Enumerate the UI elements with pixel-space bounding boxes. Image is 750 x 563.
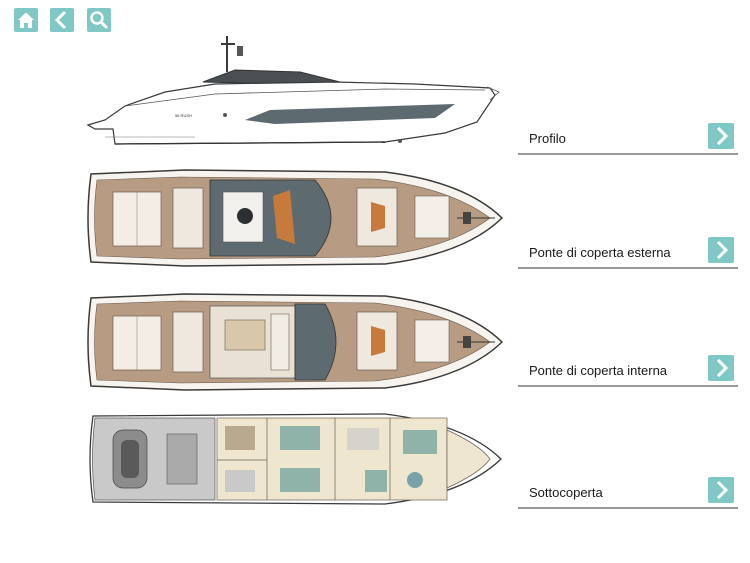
menu-item-ponte-esterna[interactable]: Ponte di coperta esterna xyxy=(518,233,738,269)
menu-item-sottocoperta[interactable]: Sottocoperta xyxy=(518,473,738,509)
svg-text:56 RUSH: 56 RUSH xyxy=(175,113,192,118)
lower-deck-drawing[interactable] xyxy=(85,410,505,508)
inner-deck-drawing[interactable] xyxy=(85,290,505,394)
profile-drawing[interactable]: 56 RUSH xyxy=(85,32,505,157)
chevron-right-icon[interactable] xyxy=(708,123,734,149)
chevron-left-icon xyxy=(54,10,67,30)
home-icon xyxy=(18,12,34,28)
menu-item-label: Ponte di coperta esterna xyxy=(529,245,671,260)
menu-item-ponte-interna[interactable]: Ponte di coperta interna xyxy=(518,351,738,387)
menu-item-label: Profilo xyxy=(529,131,566,146)
menu-item-label: Sottocoperta xyxy=(529,485,603,500)
back-button[interactable] xyxy=(50,8,74,32)
outer-deck-drawing[interactable] xyxy=(85,166,505,270)
home-button[interactable] xyxy=(14,8,38,32)
search-button[interactable] xyxy=(87,8,111,32)
menu-item-profilo[interactable]: Profilo xyxy=(518,119,738,155)
chevron-right-icon[interactable] xyxy=(708,477,734,503)
chevron-right-icon[interactable] xyxy=(708,237,734,263)
search-icon xyxy=(90,11,109,30)
chevron-right-icon[interactable] xyxy=(708,355,734,381)
menu-item-label: Ponte di coperta interna xyxy=(529,363,668,378)
